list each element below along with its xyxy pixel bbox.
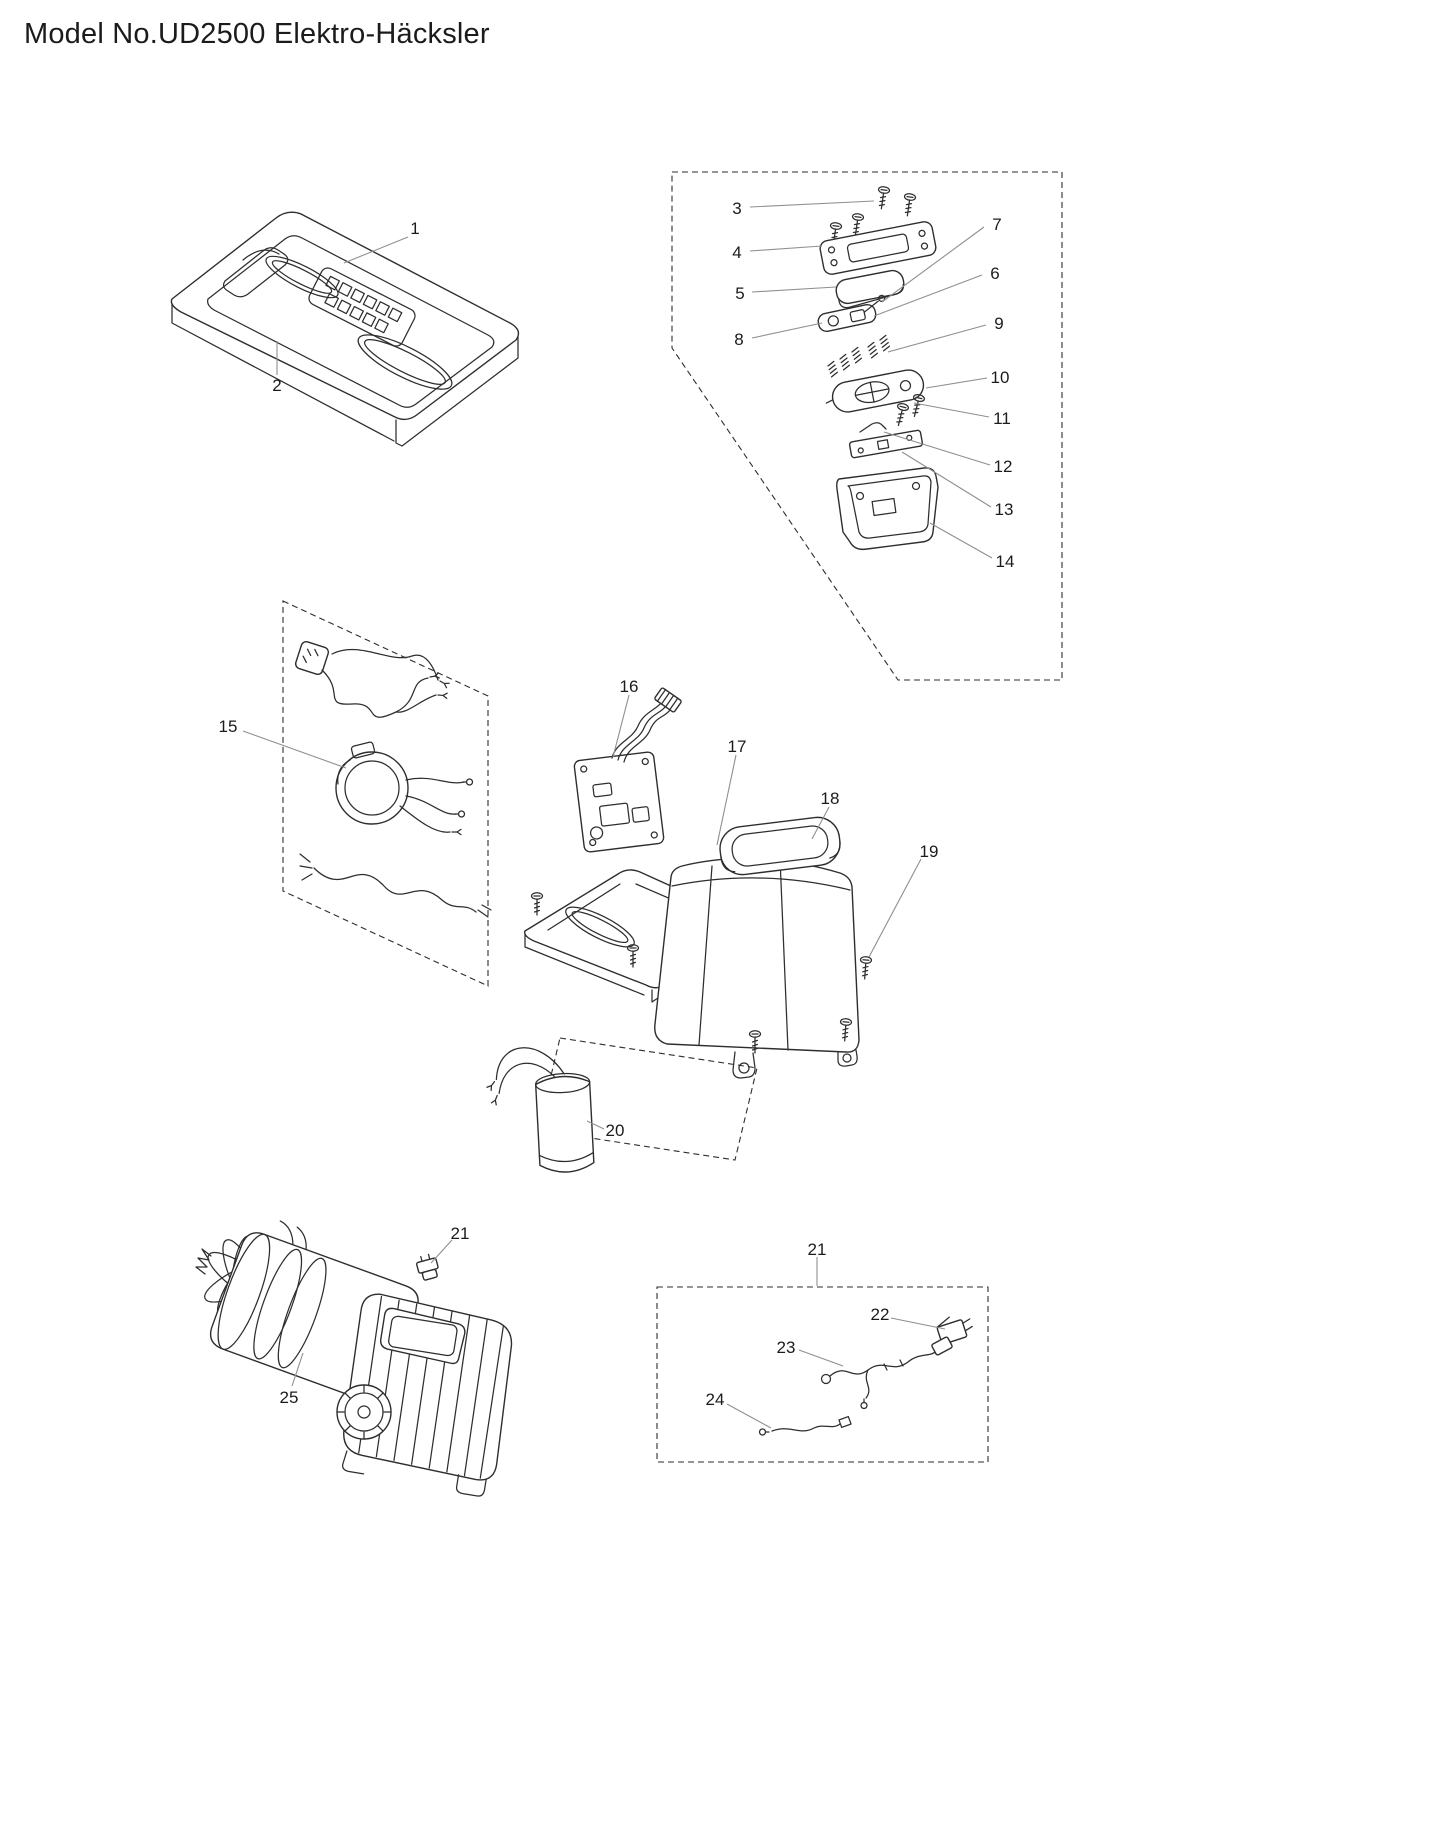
part-16-controller-board-drawing [573,687,682,853]
spring-icon [826,360,839,378]
spring-icon [878,334,891,352]
spring-icon [866,341,879,359]
callout-16: 16 [620,677,639,696]
callout-11: 11 [993,409,1011,428]
fork-terminal-icon [438,678,450,689]
screw-icon [858,955,873,980]
part-25-motor-assembly-drawing [195,1220,513,1497]
callout-12: 12 [994,457,1013,476]
callout-15: 15 [219,717,238,736]
page-title: Model No.UD2500 Elektro-Häcksler [24,18,490,50]
callout-8: 8 [734,330,743,349]
callout-24: 24 [706,1390,725,1409]
cable-assembly-boundary [656,1286,989,1463]
part-4-switch-plate-drawing [819,221,937,275]
cover-handle-opening [357,334,453,390]
callout-7: 7 [992,215,1001,234]
fork-terminal-icon [490,1093,501,1106]
callout-19: 19 [920,842,939,861]
callout-18: 18 [821,789,840,808]
switch-assembly-boundary [671,171,1063,681]
callout-23: 23 [777,1338,796,1357]
spring-icon [850,346,863,364]
screw-icon [530,892,544,916]
callout-25: 25 [280,1388,299,1407]
part-12-clip-drawing [859,422,887,433]
part-17-housing-assembly-drawing [524,816,873,1079]
callout-3: 3 [732,199,741,218]
fork-terminal-icon [451,828,462,836]
callout-2: 2 [272,376,281,395]
wiring-assembly-boundary [282,600,489,987]
screw-icon [849,212,865,238]
part-15-wiring-set-drawing [294,640,492,918]
callout-22: 22 [871,1305,890,1324]
callout-21-motor: 21 [451,1224,470,1243]
ring-terminal-icon [860,1398,868,1410]
callout-5: 5 [735,284,744,303]
callouts: 1 2 3 4 5 7 6 8 9 10 11 12 13 14 15 16 1… [219,199,1015,1409]
part-5-cover-pad-drawing [835,269,905,309]
fork-terminal-icon [437,691,448,699]
cover-label-plate [265,255,339,299]
part-14-switch-housing-drawing [836,467,939,551]
spring-icon [838,353,851,371]
part-18-hopper-collar-drawing [719,816,841,876]
leader-lines [242,200,993,1429]
callout-13: 13 [995,500,1014,519]
callout-17: 17 [728,737,747,756]
part-13-contact-plate-drawing [848,429,924,459]
part-24-lead-wire-drawing [758,1415,852,1436]
fork-terminal-icon [486,1079,498,1092]
part-1-control-panel-drawing [308,267,416,347]
callout-14: 14 [996,552,1015,571]
part-10-dial-plate-drawing [825,369,925,413]
screw-icon [875,185,891,211]
part-20-capacitor-drawing [486,1047,595,1173]
motor-end-cap [336,1384,392,1440]
callout-4: 4 [732,243,741,262]
callout-1: 1 [410,219,419,238]
part-23-lead-wire-drawing [820,1336,953,1410]
part-9-springs-drawing [826,334,891,378]
callout-21-box: 21 [808,1240,827,1259]
screw-icon [892,401,910,428]
ring-terminal-icon [454,810,466,818]
callout-6: 6 [990,264,999,283]
part-2-top-cover-drawing [170,211,520,447]
callout-9: 9 [994,314,1003,333]
callout-20: 20 [606,1121,625,1140]
screw-icon [901,192,917,218]
ring-terminal-icon [758,1428,770,1436]
ring-terminal-icon [462,778,474,786]
callout-10: 10 [991,368,1010,387]
